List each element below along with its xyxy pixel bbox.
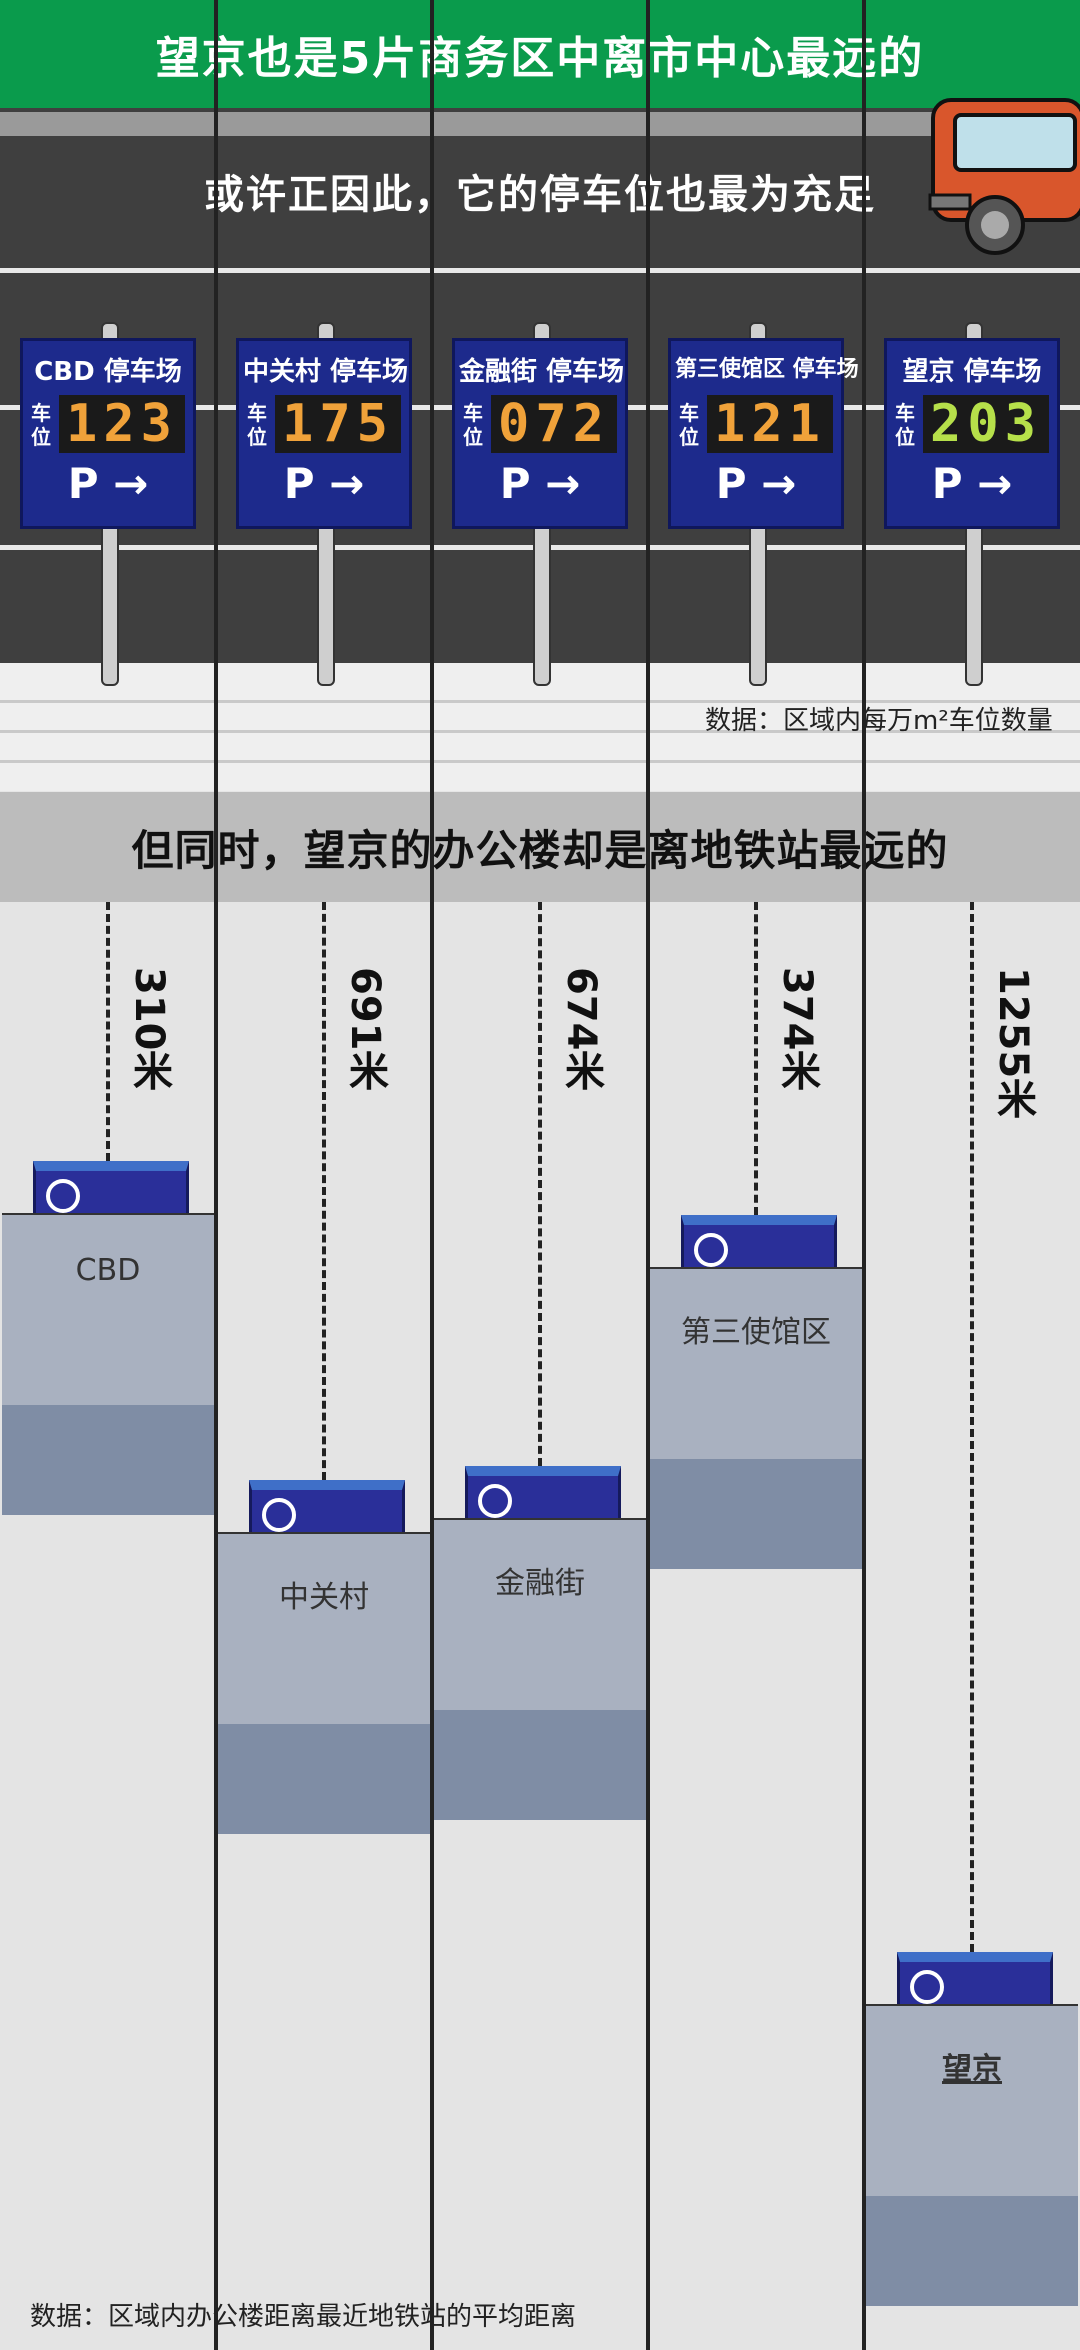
distance-value-label: 310米 [126, 967, 172, 1091]
parking-sign-1: 中关村 停车场车 位 175 P → [236, 338, 412, 529]
distance-value-label: 691米 [342, 967, 388, 1091]
distance-line [322, 902, 326, 1481]
parking-value-label: 203 [923, 395, 1049, 453]
distance-line [538, 902, 542, 1466]
office-building-block [218, 1532, 430, 1835]
road-curb [0, 112, 1080, 136]
area-name-label: 金融街 [495, 1565, 585, 1601]
sign-area-label: 望京 停车场 [902, 357, 1042, 387]
office-building-block [650, 1266, 862, 1569]
top-title: 望京也是5片商务区中离市中心最远的 [0, 0, 1080, 108]
parking-source-note: 数据：区域内每万m²车位数量 [705, 706, 1053, 736]
office-building-block [2, 1213, 214, 1516]
distance-value-label: 674米 [558, 967, 604, 1091]
area-name-label: CBD [75, 1253, 141, 1289]
area-name-label: 中关村 [279, 1580, 369, 1616]
subway-logo-icon [46, 1179, 80, 1214]
sign-area-label: 第三使馆区 停车场 [675, 357, 859, 382]
column-divider [430, 0, 434, 2350]
distance-line [970, 902, 974, 1952]
sign-slot-label: 车 位 [31, 401, 51, 449]
distance-value-label: 374米 [774, 967, 820, 1091]
distance-value-label: 1255米 [990, 967, 1036, 1119]
parking-arrow-icon: P → [499, 459, 581, 508]
parking-sign-2: 金融街 停车场车 位 072 P → [452, 338, 628, 529]
column-divider [214, 0, 218, 2350]
distance-line [754, 902, 758, 1215]
distance-line [106, 902, 110, 1162]
parking-value-label: 175 [275, 395, 401, 453]
parking-value-label: 072 [491, 395, 617, 453]
car-icon [928, 98, 1080, 255]
sign-area-label: 中关村 停车场 [243, 357, 409, 387]
sign-area-label: CBD 停车场 [34, 357, 182, 387]
parking-arrow-icon: P → [283, 459, 365, 508]
distance-chart: 310米 CBD 691米中关村 674米金融街 374米第三使馆区 1255米望京 [0, 902, 1080, 2350]
sign-area-label: 金融街 停车场 [459, 357, 625, 387]
lane-line-1 [0, 268, 1080, 273]
office-building-block [866, 2004, 1078, 2306]
sign-slot-label: 车 位 [247, 401, 267, 449]
parking-value-label: 121 [707, 395, 833, 453]
sign-slot-label: 车 位 [895, 401, 915, 449]
area-name-label: 望京 [942, 2052, 1002, 2087]
subway-logo-icon [478, 1483, 512, 1518]
area-name-label: 第三使馆区 [681, 1314, 831, 1350]
parking-value-label: 123 [59, 395, 185, 453]
mid-title: 但同时，望京的办公楼却是离地铁站最远的 [0, 792, 1080, 902]
parking-sign-0: CBD 停车场车 位 123 P → [20, 338, 196, 529]
sign-slot-label: 车 位 [463, 401, 483, 449]
parking-sign-3: 第三使馆区 停车场车 位 121 P → [668, 338, 859, 529]
parking-sign-4: 望京 停车场车 位 203 P → [884, 338, 1060, 529]
office-building-block [434, 1517, 646, 1820]
subtitle: 或许正因此，它的停车位也最为充足 [204, 172, 876, 218]
parking-arrow-icon: P → [715, 459, 797, 508]
parking-arrow-icon: P → [67, 459, 149, 508]
distance-source-note: 数据：区域内办公楼距离最近地铁站的平均距离 [30, 2302, 577, 2332]
column-divider [862, 0, 866, 2350]
subway-logo-icon [262, 1498, 296, 1533]
sign-slot-label: 车 位 [679, 401, 699, 449]
subway-logo-icon [910, 1970, 944, 2004]
subway-logo-icon [694, 1232, 728, 1267]
parking-arrow-icon: P → [931, 459, 1013, 508]
column-divider [646, 0, 650, 2350]
